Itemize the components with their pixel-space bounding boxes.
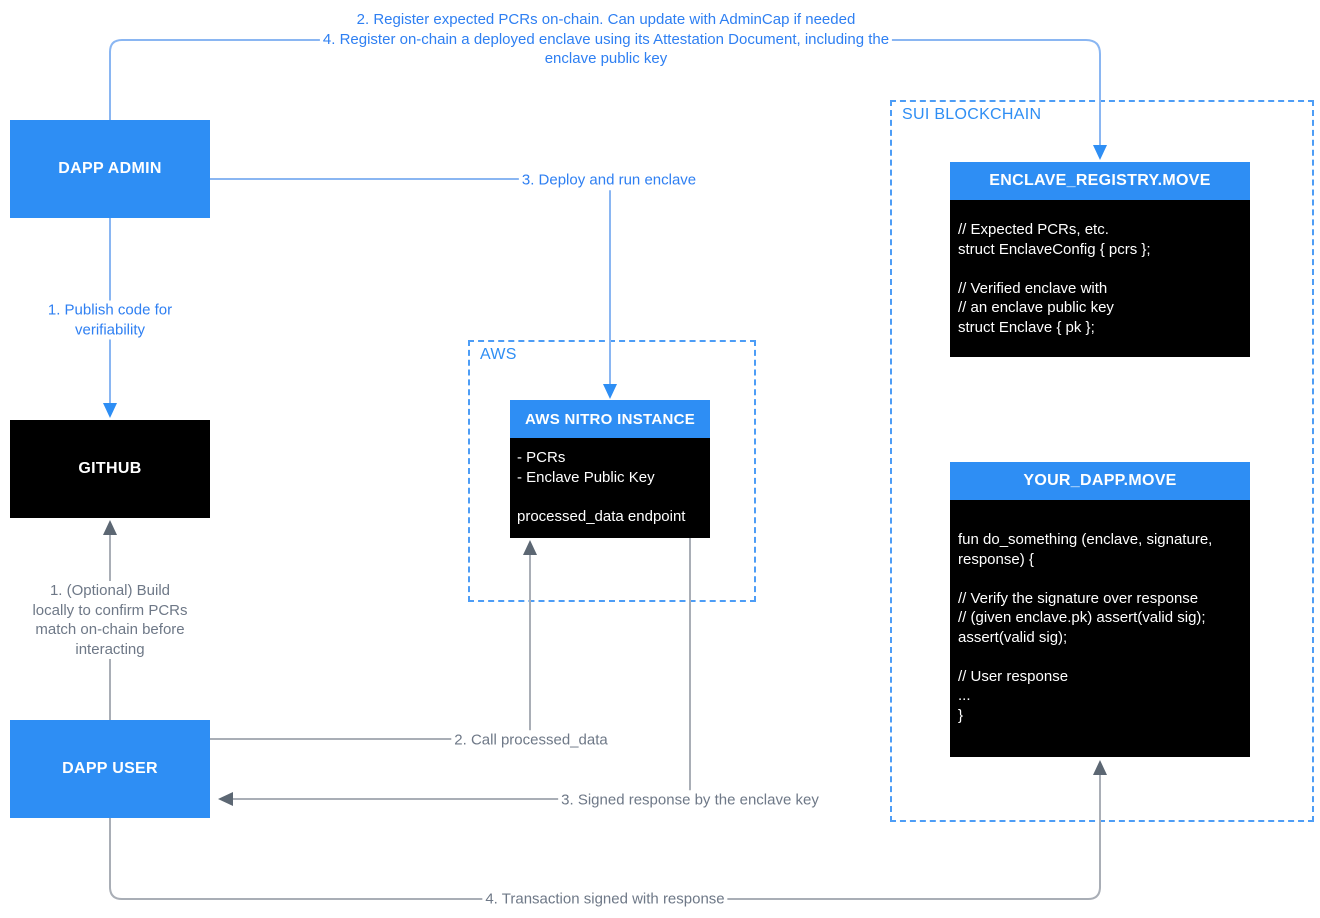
annotation-optional-build: 1. (Optional) Build locally to confirm P… xyxy=(29,581,191,659)
aws-region-label: AWS xyxy=(480,346,517,363)
enclave-registry-title: ENCLAVE_REGISTRY.MOVE xyxy=(950,162,1250,200)
sui-blockchain-region-label: SUI BLOCKCHAIN xyxy=(902,106,1042,123)
enclave-registry-body: // Expected PCRs, etc. struct EnclaveCon… xyxy=(950,200,1250,357)
connector-optional-build-arrowhead xyxy=(103,520,117,535)
node-dapp-user: DAPP USER xyxy=(10,720,210,818)
connector-publish-code-arrowhead xyxy=(103,403,117,418)
node-dapp-admin: DAPP ADMIN xyxy=(10,120,210,218)
node-your-dapp: YOUR_DAPP.MOVE fun do_something (enclave… xyxy=(950,462,1250,757)
node-enclave-registry: ENCLAVE_REGISTRY.MOVE // Expected PCRs, … xyxy=(950,162,1250,357)
node-aws-nitro-instance: AWS NITRO INSTANCE - PCRs - Enclave Publ… xyxy=(510,400,710,538)
your-dapp-title: YOUR_DAPP.MOVE xyxy=(950,462,1250,500)
annotation-signed-response: 3. Signed response by the enclave key xyxy=(558,790,822,810)
aws-nitro-instance-title: AWS NITRO INSTANCE xyxy=(510,400,710,438)
annotation-register-steps: 2. Register expected PCRs on-chain. Can … xyxy=(319,9,893,69)
annotation-publish-code: 1. Publish code for verifiability xyxy=(44,300,176,340)
node-github: GITHUB xyxy=(10,420,210,518)
annotation-transaction-signed: 4. Transaction signed with response xyxy=(482,889,728,909)
connector-signed-response-arrowhead xyxy=(218,792,233,806)
aws-nitro-instance-body: - PCRs - Enclave Public Key processed_da… xyxy=(510,438,710,538)
annotation-call-processed-data: 2. Call processed_data xyxy=(451,730,611,750)
annotation-deploy-enclave: 3. Deploy and run enclave xyxy=(518,170,700,190)
your-dapp-body: fun do_something (enclave, signature, re… xyxy=(950,500,1250,757)
